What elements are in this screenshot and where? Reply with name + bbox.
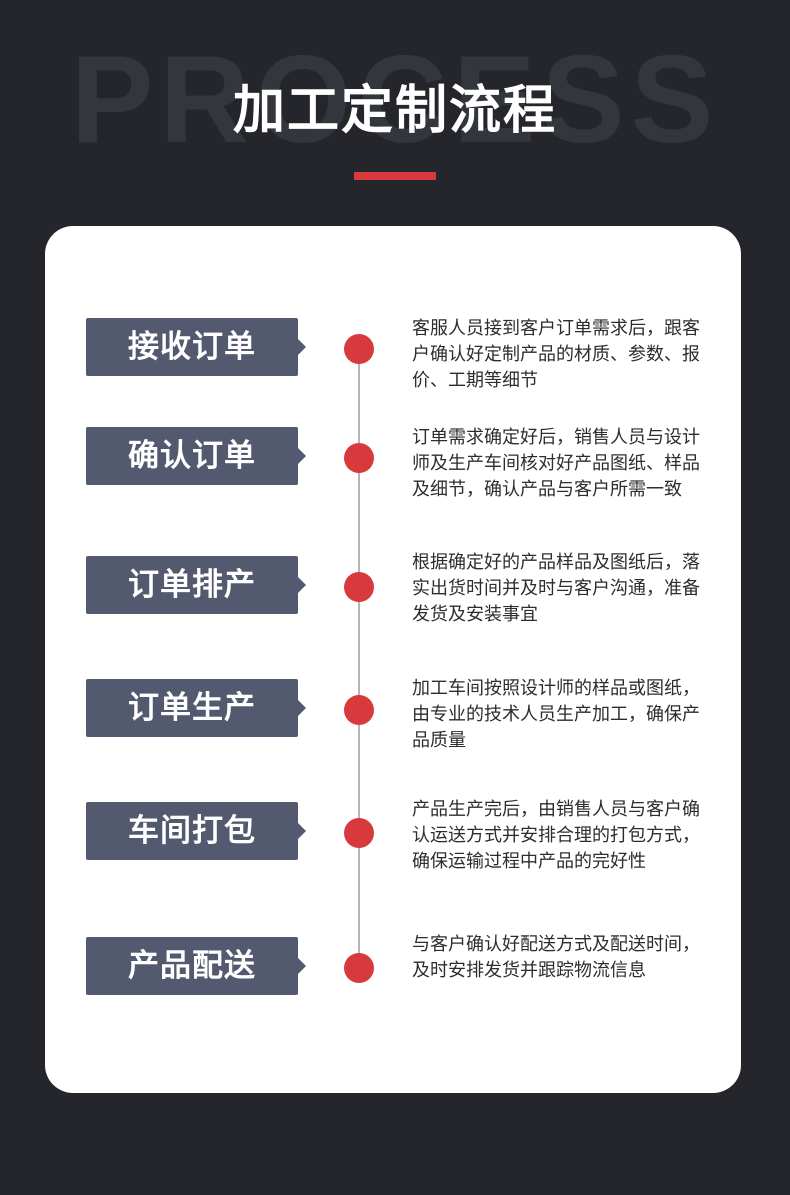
title-underline-accent [354, 172, 436, 180]
step-description: 订单需求确定好后，销售人员与设计师及生产车间核对好产品图纸、样品及细节，确认产品… [412, 427, 700, 500]
page-title: 加工定制流程 [232, 81, 557, 141]
step-label-schedule-order: 订单排产 [86, 556, 306, 614]
step-description: 与客户确认好配送方式及配送时间，及时安排发货并跟踪物流信息 [412, 934, 700, 981]
step-description: 产品生产完后，由销售人员与客户确认运送方式并安排合理的打包方式，确保运输过程中产… [412, 799, 700, 872]
step-description: 客服人员接到客户订单需求后，跟客户确认好定制产品的材质、参数、报价、工期等细节 [412, 318, 700, 391]
background-watermark-word: PROCESS [70, 31, 720, 169]
step-dot [344, 818, 374, 848]
step-dot [344, 695, 374, 725]
step-label-confirm-order: 确认订单 [86, 427, 306, 485]
step-dot [344, 443, 374, 473]
step-dot [344, 572, 374, 602]
step-label-workshop-packing: 车间打包 [86, 802, 306, 860]
step-description: 加工车间按照设计师的样品或图纸，由专业的技术人员生产加工，确保产品质量 [412, 678, 700, 751]
step-dot [344, 953, 374, 983]
timeline-line [358, 349, 360, 968]
step-dot [344, 334, 374, 364]
step-label-produce-order: 订单生产 [86, 679, 306, 737]
step-label-product-delivery: 产品配送 [86, 937, 306, 995]
step-description: 根据确定好的产品样品及图纸后，落实出货时间并及时与客户沟通，准备发货及安装事宜 [412, 552, 700, 625]
step-label-receive-order: 接收订单 [86, 318, 306, 376]
